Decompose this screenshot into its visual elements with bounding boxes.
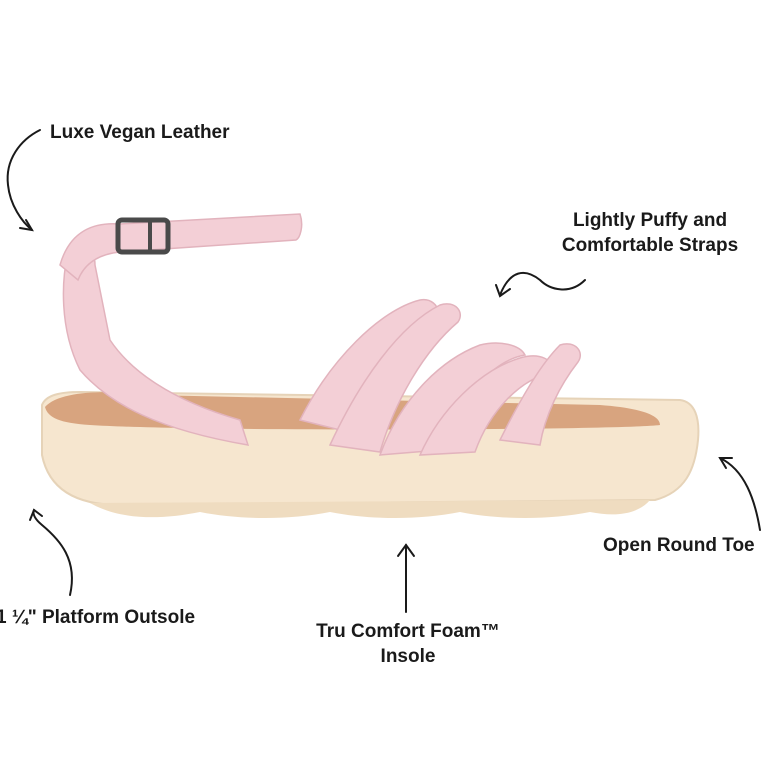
callout-puffy-straps-line1: Lightly Puffy and xyxy=(572,210,728,231)
arrow-puffy-straps xyxy=(499,271,586,296)
strap-2 xyxy=(328,303,461,453)
strap-5 xyxy=(498,343,581,446)
arrow-open-toe xyxy=(719,457,761,531)
callout-luxe-vegan-leather: Luxe Vegan Leather xyxy=(50,122,230,143)
heel-strap xyxy=(62,243,250,446)
callout-insole: Tru Comfort Foam™ Insole xyxy=(290,620,526,669)
callout-open-round-toe: Open Round Toe xyxy=(603,535,755,556)
callout-platform-outsole: 1 ¼" Platform Outsole xyxy=(0,607,196,628)
callout-puffy-straps: Lightly Puffy and Comfortable Straps xyxy=(545,209,755,258)
callout-insole-line2: Insole xyxy=(380,645,436,667)
buckle-icon xyxy=(115,217,171,255)
arrow-luxe-leather xyxy=(6,129,41,231)
callout-puffy-straps-line2: Comfortable Straps xyxy=(561,234,739,256)
sole-tread xyxy=(90,500,650,518)
strap-4 xyxy=(418,355,554,456)
callout-insole-line1: Tru Comfort Foam™ xyxy=(316,621,500,642)
arrow-platform xyxy=(32,509,73,596)
